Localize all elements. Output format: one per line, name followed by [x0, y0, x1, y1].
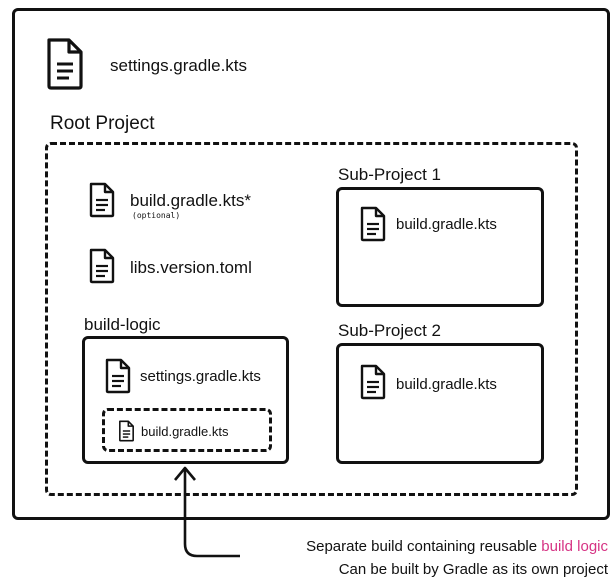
annotation-line-1: Separate build containing reusable build… [306, 538, 608, 555]
build-logic-title: build-logic [84, 315, 161, 334]
build-logic-build-label: build.gradle.kts [141, 424, 229, 439]
outer-project-box [12, 8, 610, 520]
sub-project-1-box [336, 187, 544, 307]
outer-settings-label: settings.gradle.kts [110, 56, 248, 75]
annotation-line-2: Can be built by Gradle as its own projec… [338, 561, 608, 578]
sub-project-2-title: Sub-Project 2 [338, 321, 441, 340]
libs-version-label: libs.version.toml [130, 258, 252, 277]
file-icon [89, 182, 115, 218]
sub-project-1-build-label: build.gradle.kts [396, 216, 497, 233]
build-logic-inner-box [102, 408, 272, 452]
file-icon [89, 248, 115, 284]
root-build-file-label: build.gradle.kts* [130, 191, 251, 210]
file-icon [105, 358, 131, 394]
sub-project-1-title: Sub-Project 1 [338, 165, 441, 184]
sub-project-2-build-label: build.gradle.kts [396, 376, 497, 393]
pointer-arrow [174, 466, 240, 558]
annotation-line-1-prefix: Separate build containing reusable [306, 538, 542, 555]
sub-project-2-box [336, 343, 544, 464]
file-icon [360, 364, 386, 400]
root-build-file-note: (optional) [132, 211, 181, 220]
annotation-line-1-accent: build logic [541, 538, 608, 555]
file-icon [119, 420, 134, 442]
root-project-box [45, 142, 578, 496]
build-logic-box [82, 336, 289, 464]
file-icon [47, 38, 83, 90]
root-project-title: Root Project [50, 113, 155, 134]
build-logic-settings-label: settings.gradle.kts [140, 368, 261, 385]
file-icon [360, 206, 386, 242]
